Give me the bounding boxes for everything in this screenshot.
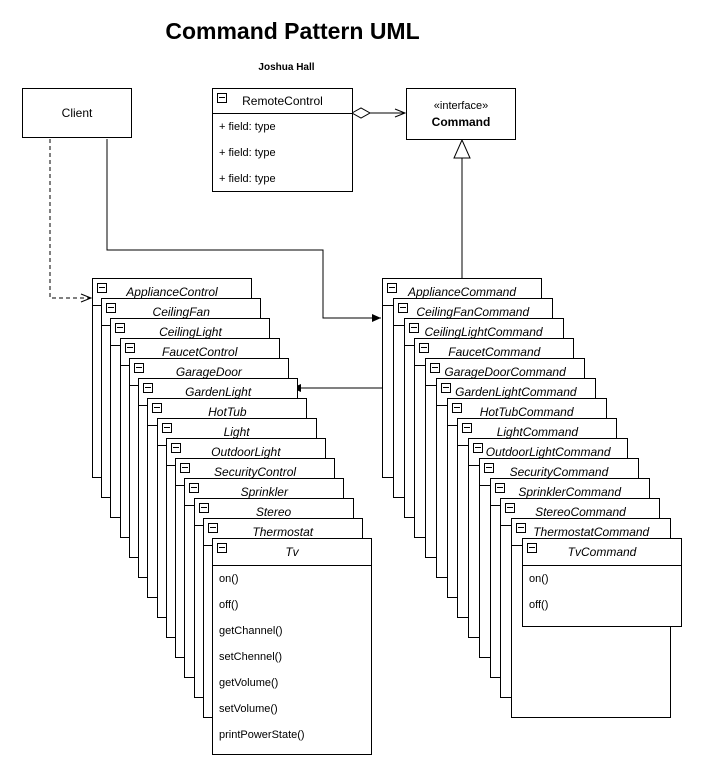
- collapse-icon[interactable]: [494, 483, 505, 493]
- method-row: setChennel(): [219, 651, 282, 663]
- client-dependency-line: [49, 139, 91, 298]
- class-name: GarageDoor: [175, 365, 242, 379]
- class-name: OutdoorLightCommand: [485, 445, 611, 459]
- method-row: off(): [529, 599, 549, 611]
- collapse-icon[interactable]: [387, 283, 397, 293]
- collapse-icon[interactable]: [440, 383, 451, 393]
- class-name: HotTub: [208, 405, 247, 419]
- class-name: TvCommand: [567, 545, 637, 559]
- tv-command-header: TvCommand: [523, 539, 681, 566]
- method-row: on(): [529, 573, 549, 585]
- class-name: Thermostat: [252, 525, 314, 539]
- class-name: GarageDoorCommand: [444, 365, 566, 379]
- remote-control-field: + field: type: [219, 147, 276, 159]
- class-name: HotTubCommand: [479, 405, 574, 419]
- remote-control-field: + field: type: [219, 173, 276, 185]
- method-row: on(): [219, 573, 239, 585]
- collapse-icon[interactable]: [198, 503, 209, 513]
- tv-command-class[interactable]: TvCommand on() off(): [522, 538, 682, 627]
- class-name: LightCommand: [496, 425, 579, 439]
- tv-header: Tv: [213, 539, 371, 566]
- class-name: ApplianceControl: [126, 285, 218, 299]
- collapse-icon[interactable]: [451, 403, 462, 413]
- class-name: FaucetControl: [162, 345, 238, 359]
- collapse-icon[interactable]: [505, 503, 516, 513]
- collapse-icon[interactable]: [217, 93, 227, 103]
- collapse-icon[interactable]: [161, 423, 172, 433]
- class-name: CeilingFanCommand: [416, 305, 530, 319]
- class-name: Tv: [285, 545, 299, 559]
- collapse-icon[interactable]: [180, 463, 191, 473]
- collapse-icon[interactable]: [97, 283, 107, 293]
- collapse-icon[interactable]: [207, 523, 218, 533]
- class-name: SprinklerCommand: [518, 485, 622, 499]
- class-name: CeilingLight: [159, 325, 222, 339]
- method-row: off(): [219, 599, 239, 611]
- collapse-icon[interactable]: [143, 383, 154, 393]
- method-row: printPowerState(): [219, 729, 305, 741]
- class-name: SecurityCommand: [509, 465, 609, 479]
- diagram-author: Joshua Hall: [258, 62, 315, 73]
- class-name: Stereo: [255, 505, 292, 519]
- collapse-icon[interactable]: [106, 303, 117, 313]
- interface-stereotype: «interface»: [433, 100, 489, 112]
- method-row: getChannel(): [219, 625, 283, 637]
- diagram-title: Command Pattern UML: [165, 18, 420, 44]
- class-name: FaucetCommand: [448, 345, 541, 359]
- collapse-icon[interactable]: [527, 543, 537, 553]
- method-row: getVolume(): [219, 677, 279, 689]
- command-interface[interactable]: «interface» Command: [406, 88, 516, 140]
- collapse-icon[interactable]: [516, 523, 527, 533]
- collapse-icon[interactable]: [430, 363, 441, 373]
- collapse-icon[interactable]: [124, 343, 135, 353]
- class-name: ThermostatCommand: [533, 525, 650, 539]
- class-name: GardenLightCommand: [455, 385, 577, 399]
- collapse-icon[interactable]: [189, 483, 200, 493]
- collapse-icon[interactable]: [397, 303, 408, 313]
- collapse-icon[interactable]: [170, 443, 181, 453]
- aggregation-diamond: [350, 107, 372, 119]
- class-name: ApplianceCommand: [407, 285, 517, 299]
- collapse-icon[interactable]: [462, 423, 473, 433]
- remote-control-class[interactable]: RemoteControl + field: type + field: typ…: [212, 88, 353, 192]
- collapse-icon[interactable]: [473, 443, 484, 453]
- collapse-icon[interactable]: [115, 323, 126, 333]
- class-name: GardenLight: [185, 385, 252, 399]
- collapse-icon[interactable]: [152, 403, 163, 413]
- class-name: SecurityControl: [214, 465, 297, 479]
- class-name: CeilingLightCommand: [424, 325, 543, 339]
- interface-name: Command: [431, 115, 491, 129]
- remote-control-name: RemoteControl: [242, 94, 323, 108]
- client-command-line: [106, 139, 381, 322]
- client-label: Client: [61, 106, 93, 120]
- class-name: Sprinkler: [240, 485, 288, 499]
- collapse-icon[interactable]: [483, 463, 494, 473]
- remote-control-field: + field: type: [219, 121, 276, 133]
- client-class[interactable]: Client: [22, 88, 132, 138]
- class-name: StereoCommand: [535, 505, 626, 519]
- class-name: OutdoorLight: [211, 445, 281, 459]
- class-name: CeilingFan: [152, 305, 210, 319]
- class-name: Light: [223, 425, 250, 439]
- realization-triangle: [453, 138, 471, 159]
- method-row: setVolume(): [219, 703, 278, 715]
- remote-control-header: RemoteControl: [213, 89, 352, 114]
- collapse-icon[interactable]: [217, 543, 227, 553]
- collapse-icon[interactable]: [419, 343, 430, 353]
- tv-class[interactable]: Tv on() off() getChannel() setChennel() getVo…: [212, 538, 372, 755]
- collapse-icon[interactable]: [408, 323, 419, 333]
- collapse-icon[interactable]: [133, 363, 144, 373]
